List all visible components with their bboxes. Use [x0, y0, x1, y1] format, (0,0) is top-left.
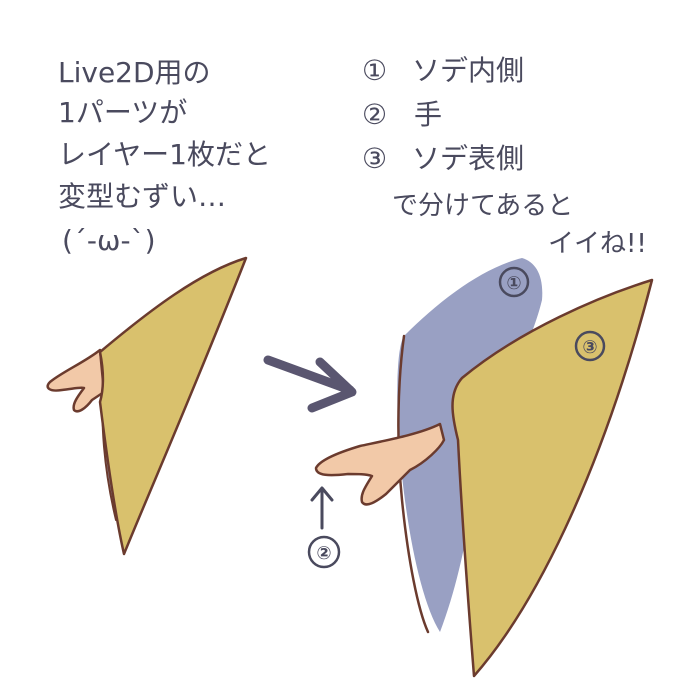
arrow-head	[307, 357, 357, 413]
inner-sleeve-callout: ①	[506, 273, 521, 294]
inner-sleeve-callout-circle	[498, 266, 530, 298]
right-outer-sleeve	[451, 278, 654, 678]
left-note-line-4: 変型むずい…	[58, 180, 226, 213]
arrow-shaft	[263, 355, 355, 395]
left-hand	[46, 348, 106, 413]
hand-callout: ②	[316, 543, 331, 564]
legend-label-3: ソデ表側	[412, 142, 524, 175]
legend-tail-2: イイね!!	[548, 229, 647, 259]
left-outer-sleeve	[98, 256, 248, 556]
transition-arrow	[263, 355, 357, 413]
outer-sleeve-callout: ③	[582, 337, 597, 358]
right-inner-sleeve-edge	[397, 334, 430, 634]
left-note-line-2: 1パーツが	[58, 96, 187, 129]
hand-callout-circle	[307, 535, 341, 569]
legend-number-1: ①	[362, 54, 387, 87]
left-note-face: (´-ω-`)	[62, 224, 156, 257]
right-hand	[314, 422, 446, 506]
legend-tail-1: で分けてあると	[392, 191, 573, 221]
hand-pointer-arrow	[310, 486, 334, 530]
single-layer-illustration	[46, 256, 248, 556]
legend-label-1: ソデ内側	[412, 54, 524, 87]
left-note-line-1: Live2D用の	[58, 56, 211, 89]
left-note: Live2D用の 1パーツが レイヤー1枚だと 変型むずい… (´-ω-`)	[58, 56, 271, 257]
right-note: ① ソデ内側 ② 手 ③ ソデ表側 で分けてあると イイね!!	[362, 54, 647, 259]
legend-number-2: ②	[362, 98, 387, 131]
left-note-line-3: レイヤー1枚だと	[58, 138, 271, 171]
separated-layers-illustration: ① ③ ②	[307, 258, 654, 678]
legend-label-2: 手	[414, 98, 442, 131]
legend-number-3: ③	[362, 142, 387, 175]
outer-sleeve-callout-circle	[574, 330, 606, 362]
